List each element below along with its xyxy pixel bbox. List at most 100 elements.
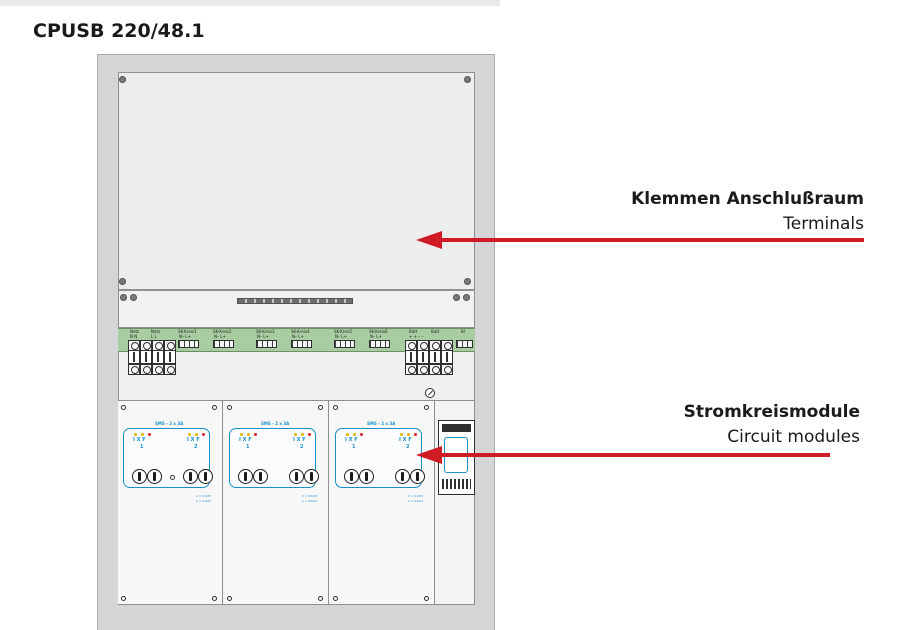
module-screw-icon bbox=[227, 405, 232, 410]
terminal-label: Bl bbox=[461, 329, 465, 334]
terminal-label: SK-Kreis3 bbox=[256, 329, 275, 334]
module-screw-icon bbox=[318, 405, 323, 410]
channel-label: 2 bbox=[194, 444, 198, 450]
mounting-screw-icon bbox=[425, 388, 435, 398]
mains-clamp bbox=[128, 350, 140, 364]
channel-label: 1 bbox=[140, 444, 144, 450]
battery-terminal bbox=[429, 364, 441, 375]
terminal-label: Netz bbox=[151, 329, 161, 334]
module-title: SMS - 2 x 3A bbox=[155, 421, 184, 426]
battery-clamp bbox=[429, 350, 441, 364]
terminals-callout-title: Klemmen Anschlußraum bbox=[631, 189, 864, 209]
terminal-label: L L bbox=[151, 334, 157, 339]
callout-arrow-modules bbox=[440, 453, 830, 457]
module-title: SMS - 2 x 3A bbox=[367, 421, 396, 426]
rotary-switch-icon[interactable] bbox=[395, 469, 410, 484]
terminals-callout-subtitle: Terminals bbox=[783, 214, 864, 234]
module-screw-icon bbox=[212, 405, 217, 410]
module-title: SMS - 2 x 3A bbox=[261, 421, 290, 426]
arrow-head-icon bbox=[416, 231, 442, 249]
module-note: 2 = 01/05 bbox=[408, 494, 423, 498]
terminal-label: SK-Kreis1 bbox=[178, 329, 197, 334]
terminal-label: N N bbox=[130, 334, 138, 339]
top-divider bbox=[0, 0, 904, 6]
led-indicator bbox=[414, 433, 417, 436]
module-note: 2 = 03/08 bbox=[302, 494, 317, 498]
mains-clamp bbox=[140, 350, 152, 364]
led-indicator bbox=[202, 433, 205, 436]
module-screw-icon bbox=[424, 596, 429, 601]
modules-callout-title: Stromkreismodule bbox=[683, 402, 860, 422]
circuit-terminal-block bbox=[291, 340, 312, 348]
module-note: 1 = 03/02 bbox=[302, 499, 317, 503]
battery-terminal bbox=[405, 364, 417, 375]
circuit-terminal-block bbox=[369, 340, 390, 348]
rotary-switch-icon[interactable] bbox=[253, 469, 268, 484]
battery-terminal bbox=[417, 364, 429, 375]
panel-screw-icon bbox=[463, 294, 470, 301]
rotary-switch-icon[interactable] bbox=[344, 469, 359, 484]
terminal-label: SK-Kreis5 bbox=[334, 329, 353, 334]
indicator-label: I X F bbox=[187, 437, 200, 443]
terminal-label: Netz bbox=[130, 329, 140, 334]
cover-screw-icon bbox=[464, 278, 471, 285]
panel-screw-icon bbox=[130, 294, 137, 301]
indicator-label: I X F bbox=[239, 437, 252, 443]
arrow-head-icon bbox=[416, 446, 442, 464]
polarity-label: N– L+ bbox=[214, 334, 226, 339]
terminal-label: SK-Kreis4 bbox=[291, 329, 310, 334]
led-indicator bbox=[195, 433, 198, 436]
polarity-label: N– L+ bbox=[179, 334, 191, 339]
terminal-label: SK-Kreis6 bbox=[369, 329, 388, 334]
rotary-switch-icon[interactable] bbox=[359, 469, 374, 484]
polarity-label: + + – – bbox=[409, 334, 424, 339]
mains-clamp bbox=[152, 350, 164, 364]
separator-icon bbox=[170, 475, 175, 480]
terminal-label: SK-Kreis2 bbox=[213, 329, 232, 334]
channel-label: 2 bbox=[300, 444, 304, 450]
product-title: CPUSB 220/48.1 bbox=[33, 20, 205, 42]
bus-terminal-block bbox=[456, 340, 473, 348]
module-note: 2 = 01/05 bbox=[196, 494, 211, 498]
indicator-label: I X F bbox=[399, 437, 412, 443]
led-indicator bbox=[247, 433, 250, 436]
mains-terminal bbox=[140, 364, 152, 375]
indicator-label: I X F bbox=[133, 437, 146, 443]
rotary-switch-icon[interactable] bbox=[147, 469, 162, 484]
circuit-terminal-block bbox=[178, 340, 199, 348]
module-screw-icon bbox=[424, 405, 429, 410]
rotary-switch-icon[interactable] bbox=[132, 469, 147, 484]
rotary-switch-icon[interactable] bbox=[183, 469, 198, 484]
module-screw-icon bbox=[121, 405, 126, 410]
polarity-label: N– L+ bbox=[370, 334, 382, 339]
led-indicator bbox=[400, 433, 403, 436]
rotary-switch-icon[interactable] bbox=[238, 469, 253, 484]
terminal-compartment-cover bbox=[118, 72, 475, 290]
led-indicator bbox=[240, 433, 243, 436]
module-note: 1 = 01/02 bbox=[408, 499, 423, 503]
callout-arrow-terminals bbox=[440, 238, 864, 242]
module-screw-icon bbox=[318, 596, 323, 601]
mains-clamp bbox=[164, 350, 176, 364]
rotary-switch-icon[interactable] bbox=[304, 469, 319, 484]
battery-terminal bbox=[441, 364, 453, 375]
channel-label: 2 bbox=[406, 444, 410, 450]
terminal-label: Batt bbox=[431, 329, 440, 334]
polarity-label: N– L+ bbox=[257, 334, 269, 339]
rotary-switch-icon[interactable] bbox=[289, 469, 304, 484]
led-indicator bbox=[254, 433, 257, 436]
module-screw-icon bbox=[212, 596, 217, 601]
rotary-switch-icon[interactable] bbox=[198, 469, 213, 484]
module-screw-icon bbox=[227, 596, 232, 601]
terminal-label: Batt bbox=[409, 329, 418, 334]
polarity-label: N– L+ bbox=[292, 334, 304, 339]
indicator-label: I X F bbox=[293, 437, 306, 443]
led-indicator bbox=[360, 433, 363, 436]
mains-terminal bbox=[128, 364, 140, 375]
mains-terminal bbox=[164, 364, 176, 375]
led-indicator bbox=[346, 433, 349, 436]
cover-screw-icon bbox=[119, 76, 126, 83]
rotary-switch-icon[interactable] bbox=[410, 469, 425, 484]
polarity-label: N– L+ bbox=[335, 334, 347, 339]
circuit-terminal-block bbox=[334, 340, 355, 348]
